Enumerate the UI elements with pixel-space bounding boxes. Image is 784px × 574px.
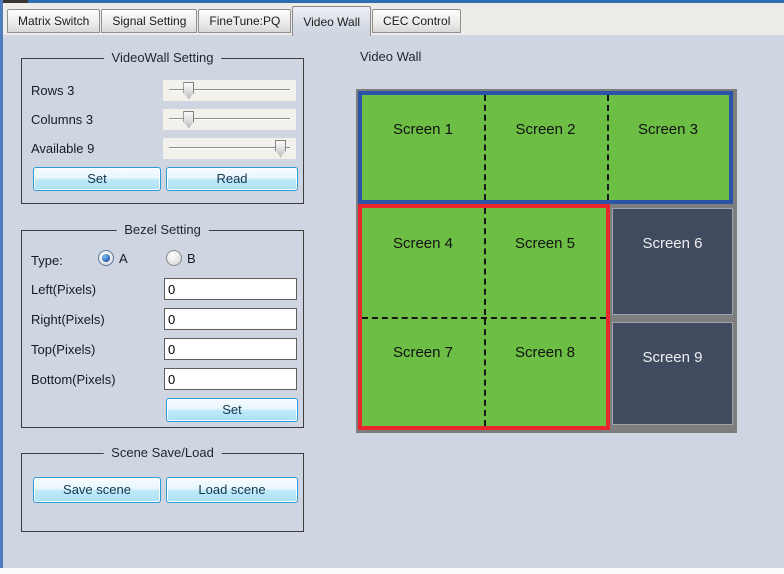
bottom-pixels-field[interactable] bbox=[164, 368, 297, 390]
screen-cell-2[interactable]: Screen 2 bbox=[515, 121, 576, 138]
group-bezel-setting: Bezel Setting Type: A B Left(Pixels) Rig… bbox=[21, 222, 304, 428]
screen-cell-3[interactable]: Screen 3 bbox=[637, 121, 699, 138]
save-scene-button[interactable]: Save scene bbox=[33, 477, 161, 503]
slider-thumb[interactable] bbox=[183, 82, 195, 99]
screen-cell-6[interactable]: Screen 6 bbox=[612, 208, 733, 315]
wall-group-red[interactable]: Screen 4 Screen 5 Screen 7 Screen 8 bbox=[358, 204, 610, 430]
left-pixels-label: Left(Pixels) bbox=[31, 282, 97, 297]
available-label: Available 9 bbox=[31, 141, 95, 156]
window-top-border bbox=[0, 0, 784, 3]
tab-cec-control[interactable]: CEC Control bbox=[372, 9, 462, 33]
left-pixels-field[interactable] bbox=[164, 278, 297, 300]
bezel-setting-title: Bezel Setting bbox=[116, 222, 209, 237]
screen-cell-9-label: Screen 9 bbox=[642, 349, 703, 366]
load-scene-button[interactable]: Load scene bbox=[166, 477, 298, 503]
videowall-set-button[interactable]: Set bbox=[33, 167, 161, 191]
screen-cell-5[interactable]: Screen 5 bbox=[514, 235, 576, 252]
screen-cell-6-label: Screen 6 bbox=[642, 235, 703, 252]
slider-track bbox=[169, 89, 290, 91]
window-left-border bbox=[0, 0, 3, 568]
window-bottom-strip bbox=[0, 568, 784, 574]
group-scene-save-load: Scene Save/Load Save scene Load scene bbox=[21, 445, 304, 532]
video-wall-page: VideoWall Setting Rows 3 Columns 3 Avail… bbox=[3, 35, 784, 568]
dashed-divider bbox=[607, 95, 609, 200]
slider-track bbox=[169, 118, 290, 120]
videowall-setting-title: VideoWall Setting bbox=[103, 50, 222, 65]
screen-cell-9[interactable]: Screen 9 bbox=[612, 322, 733, 425]
slider-track bbox=[169, 147, 290, 149]
video-wall-title: Video Wall bbox=[360, 49, 422, 64]
tab-video-wall[interactable]: Video Wall bbox=[292, 6, 372, 36]
columns-label: Columns 3 bbox=[31, 112, 94, 127]
wall-group-blue[interactable]: Screen 1 Screen 2 Screen 3 bbox=[358, 91, 733, 204]
slider-thumb[interactable] bbox=[275, 140, 287, 157]
screen-cell-8[interactable]: Screen 8 bbox=[514, 344, 576, 361]
screen-cell-1[interactable]: Screen 1 bbox=[392, 121, 454, 138]
right-pixels-field[interactable] bbox=[164, 308, 297, 330]
type-label: Type: bbox=[31, 253, 63, 268]
radio-b-label: B bbox=[187, 250, 196, 266]
radio-type-b[interactable]: B bbox=[166, 250, 196, 266]
columns-slider[interactable] bbox=[163, 109, 296, 130]
tab-matrix-switch[interactable]: Matrix Switch bbox=[7, 9, 101, 33]
rows-label: Rows 3 bbox=[31, 83, 75, 98]
bottom-pixels-label: Bottom(Pixels) bbox=[31, 372, 116, 387]
slider-thumb[interactable] bbox=[183, 111, 195, 128]
top-pixels-field[interactable] bbox=[164, 338, 297, 360]
top-pixels-label: Top(Pixels) bbox=[31, 342, 96, 357]
radio-a-icon bbox=[98, 250, 114, 266]
dashed-divider bbox=[362, 317, 606, 319]
rows-slider[interactable] bbox=[163, 80, 296, 101]
dashed-divider bbox=[484, 95, 486, 200]
videowall-read-button[interactable]: Read bbox=[166, 167, 298, 191]
tab-signal-setting[interactable]: Signal Setting bbox=[101, 9, 198, 33]
tab-bar: Matrix Switch Signal Setting FineTune:PQ… bbox=[3, 3, 784, 36]
bezel-set-button[interactable]: Set bbox=[166, 398, 298, 422]
scene-title: Scene Save/Load bbox=[103, 445, 222, 460]
screen-cell-7[interactable]: Screen 7 bbox=[392, 344, 454, 361]
window-icon-fragment bbox=[2, 0, 28, 5]
group-videowall-setting: VideoWall Setting Rows 3 Columns 3 Avail… bbox=[21, 50, 304, 204]
radio-a-label: A bbox=[119, 250, 128, 266]
tab-finetune-pq[interactable]: FineTune:PQ bbox=[198, 9, 292, 33]
video-wall-grid: Screen 1 Screen 2 Screen 3 Screen 4 Scre… bbox=[356, 89, 737, 433]
available-slider[interactable] bbox=[163, 138, 296, 159]
right-pixels-label: Right(Pixels) bbox=[31, 312, 105, 327]
radio-type-a[interactable]: A bbox=[98, 250, 128, 266]
radio-b-icon bbox=[166, 250, 182, 266]
screen-cell-4[interactable]: Screen 4 bbox=[392, 235, 454, 252]
